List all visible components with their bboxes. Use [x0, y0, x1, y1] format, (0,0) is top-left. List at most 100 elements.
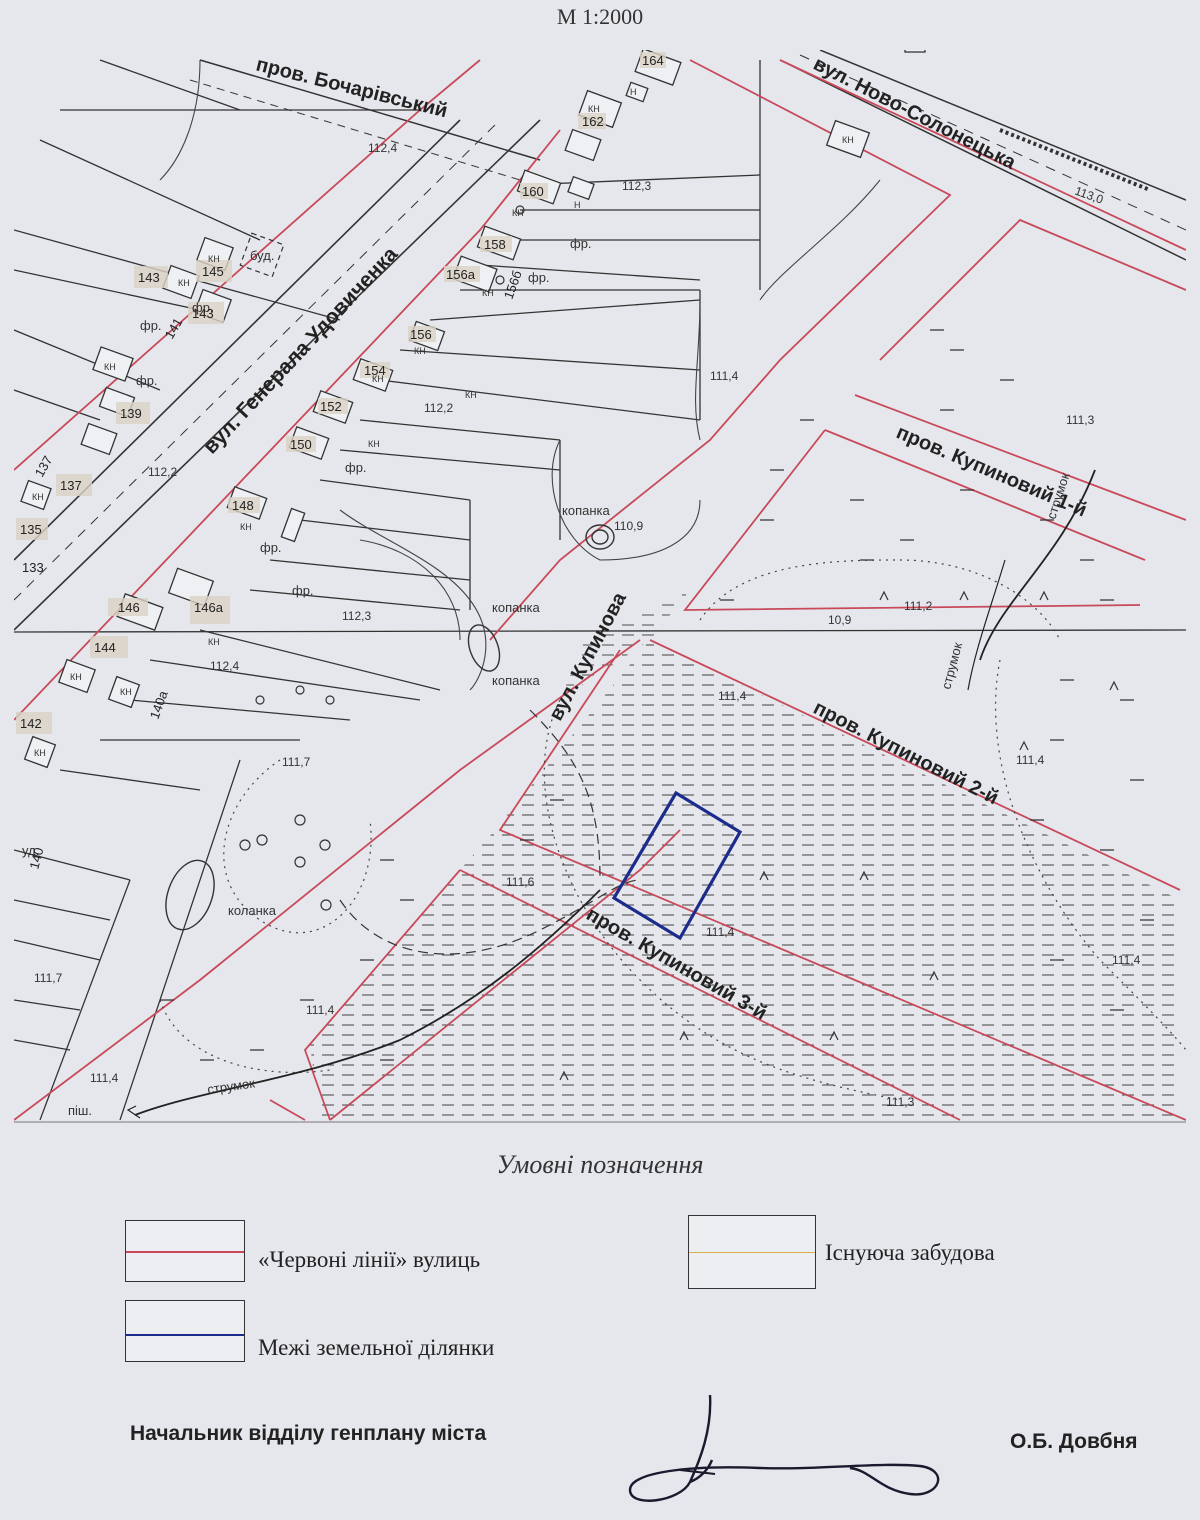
legend-label-red-lines: «Червоні лінії» вулиць [258, 1247, 481, 1272]
kn-4: КН [465, 390, 477, 400]
elev-2: 112,3 [622, 179, 651, 193]
label-fr-7: фр. [136, 373, 158, 388]
wetland-hatch-main [310, 640, 1180, 1120]
house-156: 156 [410, 327, 432, 342]
ravine-lines [159, 59, 881, 691]
label-strumok-1: струмок [206, 1075, 256, 1097]
elev-10: 111,7 [282, 755, 311, 769]
house-143a: 143 [138, 270, 160, 285]
house-144: 144 [94, 640, 116, 655]
wetland-hatch-upper [560, 590, 690, 700]
path-lines [339, 709, 641, 955]
house-142: 142 [20, 716, 42, 731]
legend-label-parcel: Межі земельної ділянки [258, 1335, 495, 1360]
elev-15: 111,7 [34, 971, 63, 985]
kn-17: КН [482, 288, 494, 298]
house-139: 139 [120, 406, 142, 421]
house-137a: 137 [60, 478, 82, 493]
elev-12: 111,4 [706, 925, 735, 939]
label-fr-6: фр. [140, 318, 162, 333]
red-lines [14, 59, 1186, 1121]
house-135: 135 [20, 522, 42, 537]
house-140: 140 [26, 846, 46, 871]
kn-5: КН [414, 346, 426, 356]
kn-9: КН [120, 687, 132, 697]
house-156b: 156б [501, 269, 525, 302]
kn-13: КН [32, 492, 44, 502]
house-158: 158 [484, 237, 506, 252]
elev-17: 111,4 [1016, 753, 1045, 767]
elev-7: 111,2 [904, 599, 933, 613]
label-kopanka-2: копанка [492, 600, 540, 615]
grass-marks [160, 329, 1154, 1081]
kn-1: КН [842, 135, 854, 145]
n-1: Н [574, 200, 581, 210]
house-156a: 156а [446, 267, 476, 282]
elev-21: 112,3 [342, 609, 371, 623]
legend-label-buildings: Існуюча забудова [825, 1240, 995, 1265]
contour-lines [159, 559, 1186, 1101]
label-fr-2: фр. [570, 236, 592, 251]
house-162: 162 [582, 114, 604, 129]
scale-label: М 1:2000 [556, 4, 644, 29]
house-137b: 137 [32, 453, 56, 479]
building-dashed [239, 232, 285, 278]
legend-swatch-red-lines [125, 1220, 245, 1282]
label-fr-1: фр. [528, 270, 550, 285]
kn-10: КН [208, 254, 220, 264]
label-bud: буд. [250, 248, 274, 263]
elev-9: 112,4 [210, 659, 239, 673]
kn-3: КН [368, 439, 380, 449]
elev-13: 111,4 [1112, 953, 1141, 967]
kn-11: КН [178, 278, 190, 288]
label-strumok-3: струмок [938, 640, 965, 690]
kn-15: КН [588, 104, 600, 114]
kn-12: КН [104, 362, 116, 372]
house-150: 150 [290, 437, 312, 452]
legend-swatch-parcel [125, 1300, 245, 1362]
label-pish: піш. [68, 1103, 92, 1118]
kn-8: КН [70, 672, 82, 682]
label-kopanka-3: копанка [492, 673, 540, 688]
house-143b: 143 [192, 306, 214, 321]
house-148: 148 [232, 498, 254, 513]
label-ud: уд. [22, 843, 39, 858]
legend-title: Умовні позначення [496, 1150, 704, 1179]
kn-16: КН [512, 208, 524, 218]
street-bocharivskyi [189, 59, 541, 181]
footer-position: Начальник відділу генплану міста [130, 1422, 487, 1445]
label-kopanka-1: копанка [562, 503, 610, 518]
label-fr-8: фр. [192, 300, 214, 315]
land-parcel-boundary [611, 790, 743, 941]
elev-14: 111,3 [886, 1095, 915, 1109]
label-fr-4: фр. [260, 540, 282, 555]
house-164: 164 [642, 53, 664, 68]
house-146a: 146а [194, 600, 224, 615]
elev-19: 111,4 [718, 689, 747, 703]
house-145: 145 [202, 264, 224, 279]
house-tags [16, 52, 666, 734]
house-140a: 140а [147, 688, 171, 721]
street-novo-solonetska [779, 50, 1186, 261]
n-2: Н [630, 87, 637, 97]
house-160: 160 [522, 184, 544, 199]
kn-2: КН [372, 374, 384, 384]
elev-3: 112,2 [424, 401, 453, 415]
elev-18: 111,4 [90, 1071, 119, 1085]
legend-swatch-buildings [688, 1215, 816, 1289]
elev-6: 111,3 [1066, 413, 1095, 427]
elev-8: 10,9 [828, 613, 852, 627]
house-133: 133 [22, 560, 44, 575]
elev-5: 110,9 [614, 519, 643, 533]
label-bocharivskyi: пров. Бочарівський [254, 54, 450, 123]
elev-1: 112,4 [368, 141, 397, 155]
elev-16: 111,4 [306, 1003, 335, 1017]
label-fr-5: фр. [292, 583, 314, 598]
elev-20: 113,0 [1073, 184, 1105, 207]
house-141: 141 [162, 315, 186, 341]
label-kolanka: коланка [228, 903, 277, 918]
elev-11: 111,6 [506, 875, 535, 889]
house-154: 154 [364, 363, 386, 378]
